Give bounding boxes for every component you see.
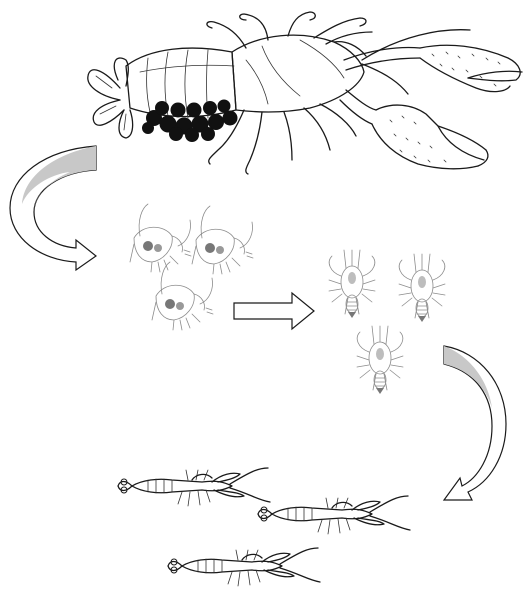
- egg-mass: [142, 100, 238, 143]
- postlarvae-group: [329, 250, 445, 394]
- larva: [192, 206, 253, 274]
- arrow-postlarvae-to-juveniles: [444, 346, 506, 500]
- arrow-larvae-to-postlarvae: [234, 293, 314, 329]
- walking-legs: [207, 12, 372, 174]
- larva: [152, 262, 213, 330]
- juvenile-crayfish: [118, 468, 270, 506]
- lower-claw: [340, 90, 488, 169]
- post-larva: [399, 254, 445, 322]
- upper-claw: [344, 45, 522, 91]
- adult-crayfish-with-eggs: [88, 12, 522, 174]
- juvenile-crayfish: [168, 548, 320, 586]
- post-larva: [357, 326, 403, 394]
- juveniles-group: [118, 468, 410, 586]
- larva: [130, 204, 191, 272]
- carapace: [232, 35, 366, 112]
- arrow-adult-to-larvae: [10, 146, 96, 270]
- juvenile-crayfish: [258, 496, 410, 534]
- post-larva: [329, 250, 375, 318]
